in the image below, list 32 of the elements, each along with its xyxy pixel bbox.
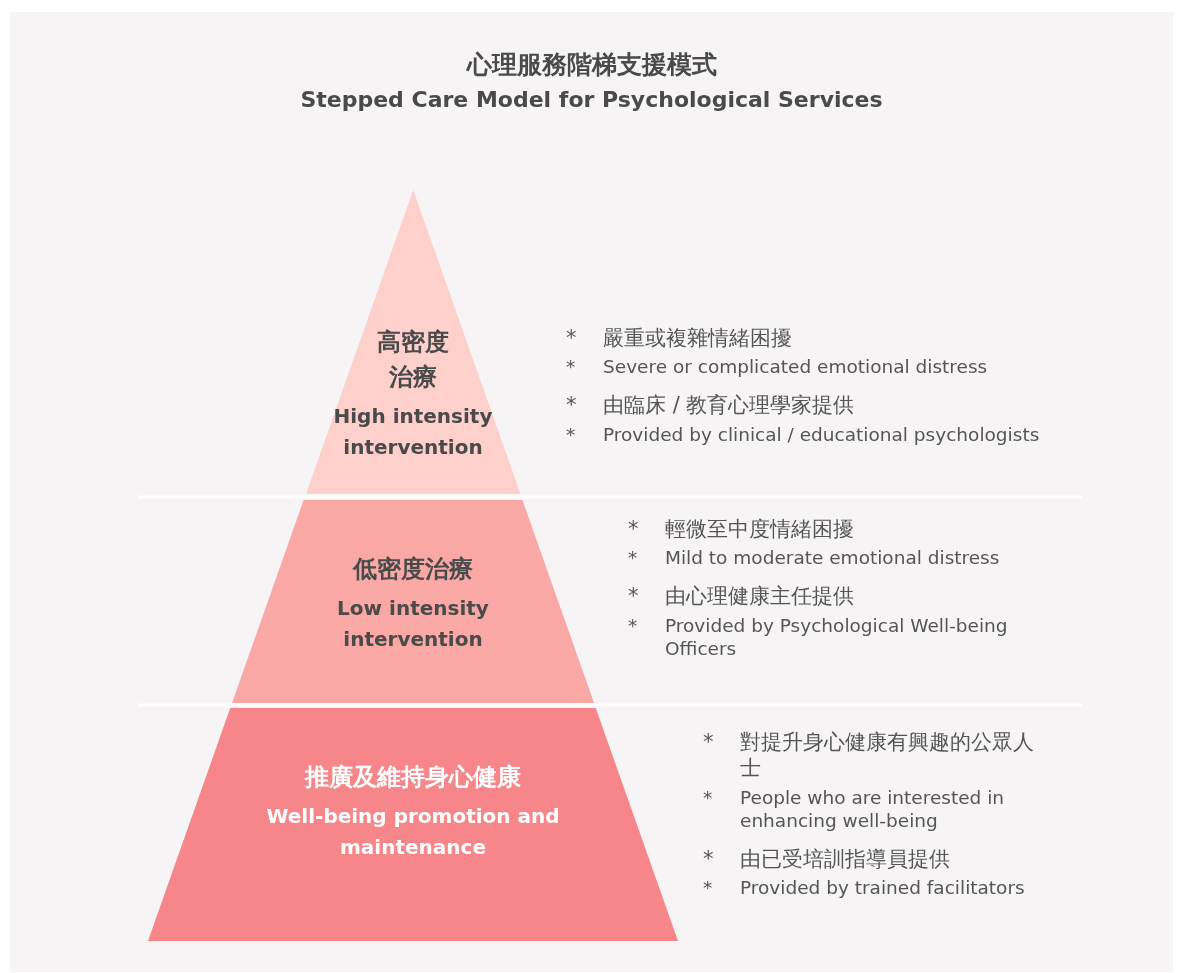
tier-title: 高密度治療 — [376, 327, 450, 393]
bullet-text: 由心理健康主任提供 — [665, 583, 855, 610]
bullet-text: Provided by Psychological Well-being Officers — [665, 613, 1009, 660]
bullet-mark: * — [628, 546, 639, 570]
bullet-text: 嚴重或複雜情緒困擾 — [603, 325, 793, 352]
title: 心理服務階梯支援模式 — [465, 49, 718, 81]
bullet-text: 由臨床 / 教育心理學家提供 — [603, 392, 856, 419]
subtitle: Stepped Care Model for Psychological Services — [299, 87, 884, 112]
bullet-mark: * — [703, 876, 714, 900]
bullet-text: 由已受培訓指導員提供 — [740, 845, 951, 872]
bullet-text: 輕微至中度情緒困擾 — [665, 516, 855, 543]
tier-subtitle: High intensity intervention — [332, 402, 494, 461]
bullet-text: Mild to moderate emotional distress — [665, 546, 1001, 570]
bullet-mark: * — [566, 325, 578, 352]
bullet-text: Severe or complicated emotional distress — [603, 355, 989, 379]
bullet-mark: * — [566, 355, 577, 379]
bullet-text: Provided by trained facilitators — [740, 876, 1026, 900]
bullet-mark: * — [628, 613, 639, 638]
bullet-mark: * — [628, 516, 640, 543]
bullet-mark: * — [703, 729, 715, 756]
bullet-mark: * — [703, 785, 714, 810]
bullet-mark: * — [628, 583, 640, 610]
tier-title: 推廣及維持身心健康 — [303, 762, 522, 793]
tier-subtitle: Well-being promotion and maintenance — [265, 802, 561, 861]
bullet-text: People who are interested in enhancing well-being — [740, 785, 1006, 832]
bullet-mark: * — [566, 422, 577, 446]
tier-title: 低密度治療 — [351, 554, 474, 585]
bullet-text: Provided by clinical / educational psychologists — [603, 422, 1041, 446]
bullet-mark: * — [703, 845, 715, 872]
bullet-mark: * — [566, 392, 578, 419]
bullet-text: 對提升身心健康有興趣的公眾人士 — [740, 729, 1035, 782]
tier-subtitle: Low intensity intervention — [336, 594, 490, 653]
